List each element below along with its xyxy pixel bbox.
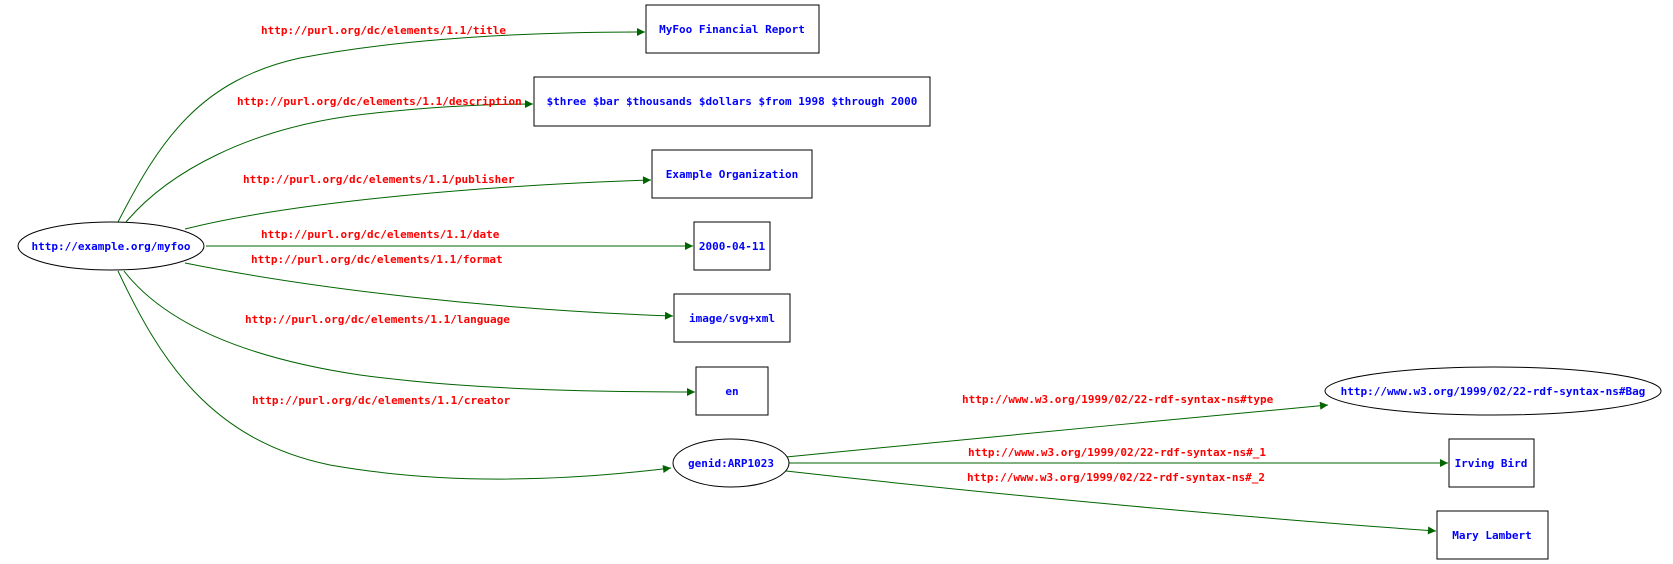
edge-description <box>125 100 534 223</box>
edge-labels: http://purl.org/dc/elements/1.1/title ht… <box>237 24 1274 484</box>
nodes: http://example.org/myfoo MyFoo Financial… <box>17 4 1662 560</box>
edge-label-format: http://purl.org/dc/elements/1.1/format <box>251 253 503 266</box>
node-label-irving: Irving Bird <box>1455 457 1528 470</box>
node-description: $three $bar $thousands $dollars $from 19… <box>533 76 931 127</box>
node-genid: genid:ARP1023 <box>672 438 790 488</box>
edge-label-creator: http://purl.org/dc/elements/1.1/creator <box>252 394 511 407</box>
edge-language <box>123 270 696 396</box>
node-myfoo: http://example.org/myfoo <box>17 221 205 271</box>
node-label-genid: genid:ARP1023 <box>688 457 774 470</box>
edge-label-language: http://purl.org/dc/elements/1.1/language <box>245 313 510 326</box>
edge-publisher <box>184 176 652 230</box>
edge-format <box>184 262 674 320</box>
node-bag: http://www.w3.org/1999/02/22-rdf-syntax-… <box>1324 366 1662 416</box>
edge-type <box>785 401 1329 458</box>
node-label-publisher: Example Organization <box>666 168 798 181</box>
edge-label-item1: http://www.w3.org/1999/02/22-rdf-syntax-… <box>968 446 1266 459</box>
edge-label-type: http://www.w3.org/1999/02/22-rdf-syntax-… <box>962 393 1274 406</box>
edge-creator <box>117 270 672 480</box>
edges <box>117 28 1448 535</box>
node-label-date: 2000-04-11 <box>699 240 766 253</box>
node-label-title: MyFoo Financial Report <box>659 23 805 36</box>
edge-item2 <box>785 470 1437 535</box>
node-label-bag: http://www.w3.org/1999/02/22-rdf-syntax-… <box>1341 385 1646 398</box>
edge-label-publisher: http://purl.org/dc/elements/1.1/publishe… <box>243 173 515 186</box>
node-label-language: en <box>725 385 738 398</box>
node-format: image/svg+xml <box>673 293 791 343</box>
node-label-format: image/svg+xml <box>689 312 775 325</box>
node-label-mary: Mary Lambert <box>1452 529 1531 542</box>
node-label-myfoo: http://example.org/myfoo <box>32 240 191 253</box>
node-date: 2000-04-11 <box>693 221 771 271</box>
edge-label-item2: http://www.w3.org/1999/02/22-rdf-syntax-… <box>967 471 1265 484</box>
edge-label-title: http://purl.org/dc/elements/1.1/title <box>261 24 506 37</box>
node-title: MyFoo Financial Report <box>645 4 820 54</box>
node-mary: Mary Lambert <box>1436 510 1549 560</box>
edge-label-date: http://purl.org/dc/elements/1.1/date <box>261 228 500 241</box>
node-publisher: Example Organization <box>651 149 813 199</box>
node-label-description: $three $bar $thousands $dollars $from 19… <box>547 95 918 108</box>
node-language: en <box>695 366 769 416</box>
node-irving: Irving Bird <box>1448 438 1535 488</box>
edge-title <box>117 28 646 223</box>
edge-label-description: http://purl.org/dc/elements/1.1/descript… <box>237 95 522 108</box>
